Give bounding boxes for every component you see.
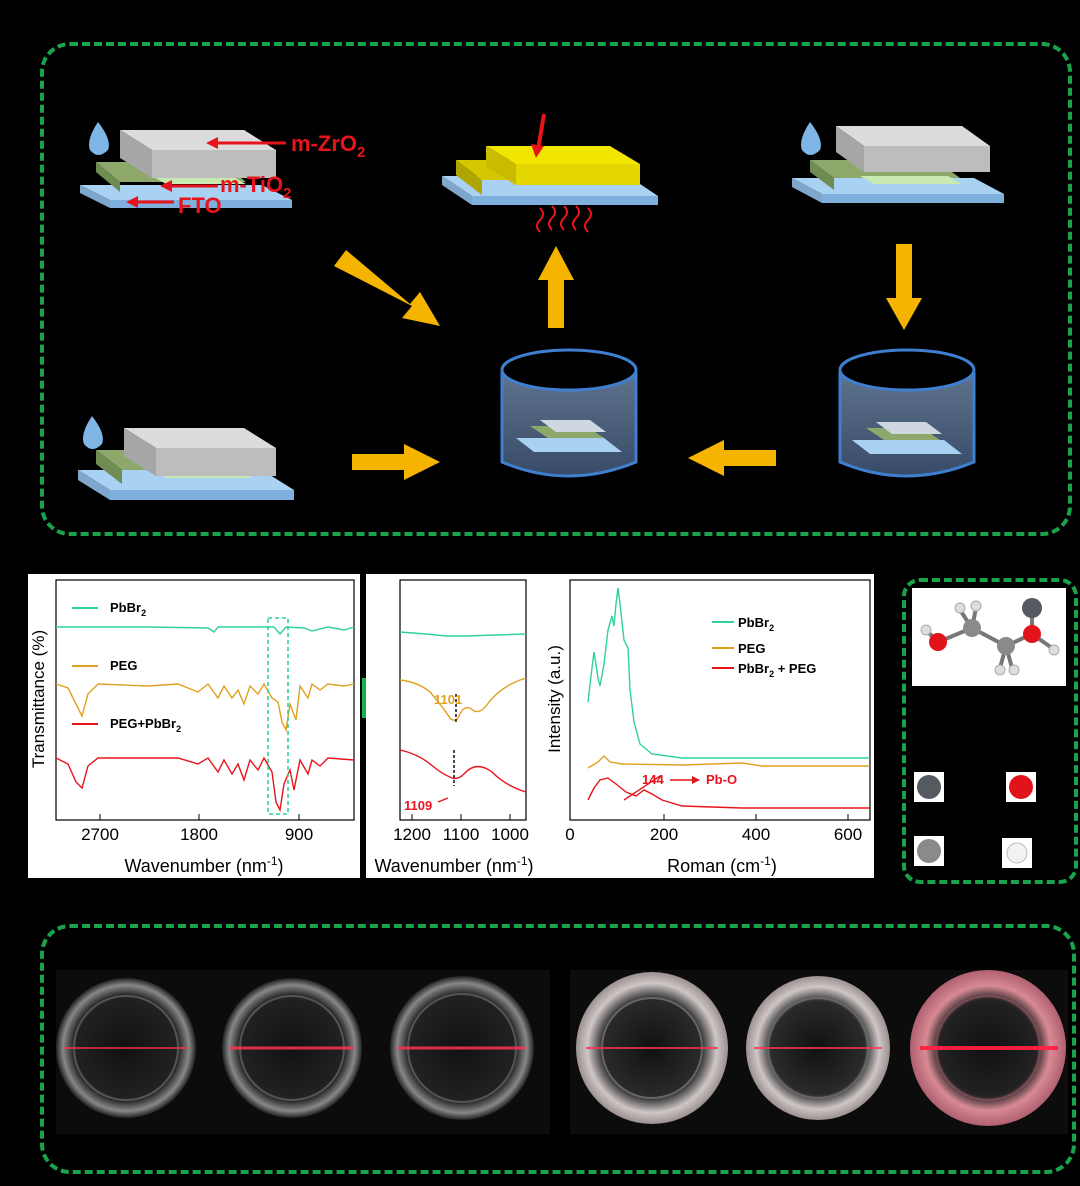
zoom-series-peg bbox=[399, 677, 527, 721]
zoom-tick-1200: 1200 bbox=[393, 825, 431, 844]
molecule-model bbox=[920, 598, 1060, 676]
zoom-series-mix bbox=[399, 749, 527, 793]
atom-c-icon bbox=[917, 839, 941, 863]
schematic-frame bbox=[40, 42, 1072, 536]
device-annealed bbox=[442, 113, 658, 233]
zoom-series-pbbr2 bbox=[399, 631, 527, 637]
beaker-right bbox=[838, 348, 976, 478]
ftir-chart: Transmittance (%) 2700 1800 900 Wavenumb… bbox=[29, 579, 355, 876]
schematic-diagram: m-ZrO2 m-TiO2 FTO bbox=[78, 113, 1004, 500]
photo-right-group bbox=[576, 970, 1066, 1126]
ftir-tick-900: 900 bbox=[285, 825, 313, 844]
droplet-icon bbox=[89, 122, 109, 155]
raman-legend-peg: PEG bbox=[738, 641, 765, 656]
zoom-annot-1101: 1101 bbox=[434, 692, 462, 707]
photo-frame bbox=[40, 924, 1076, 1174]
ftir-y-label: Transmittance (%) bbox=[29, 630, 48, 768]
layer-labels: m-ZrO2 m-TiO2 FTO bbox=[126, 131, 365, 218]
atom-legend bbox=[914, 772, 1036, 868]
raman-annot-pbo: Pb-O bbox=[706, 772, 737, 787]
raman-tick-0: 0 bbox=[565, 825, 574, 844]
ftir-legend-pbbr2: PbBr2 bbox=[110, 600, 146, 618]
raman-annot-144: 144 bbox=[642, 772, 664, 787]
raman-x-label: Roman (cm-1) bbox=[667, 854, 777, 876]
droplet-icon bbox=[801, 122, 821, 155]
zoom-chart: 1200 1100 1000 Wavenumber (nm-1) 1101 11… bbox=[374, 579, 534, 876]
raman-panel bbox=[542, 574, 874, 878]
ftir-series-pbbr2 bbox=[56, 626, 355, 636]
ftir-legend-peg: PEG bbox=[110, 658, 137, 673]
device-substrate-3 bbox=[792, 122, 1004, 203]
zoom-x-label: Wavenumber (nm-1) bbox=[374, 854, 533, 876]
raman-series-peg bbox=[587, 755, 870, 769]
raman-legend-pbbr2: PbBr2 bbox=[738, 615, 774, 633]
ftir-tick-1800: 1800 bbox=[180, 825, 218, 844]
fto-label: FTO bbox=[178, 193, 222, 218]
raman-series-pbbr2 bbox=[587, 587, 870, 759]
raman-chart: Intensity (a.u.) 0 200 400 600 Roman (cm… bbox=[545, 579, 871, 876]
ftir-series-peg bbox=[55, 682, 355, 733]
raman-series-mix bbox=[587, 777, 870, 809]
zoom-tick-1100: 1100 bbox=[443, 825, 480, 844]
zoom-panel bbox=[366, 574, 542, 878]
heat-waves-icon bbox=[536, 205, 592, 233]
arrow-up bbox=[538, 246, 574, 328]
tyndall-photos bbox=[56, 970, 1068, 1134]
arrow-diagonal bbox=[334, 250, 440, 326]
beaker-center bbox=[500, 348, 638, 478]
photo-left-group bbox=[56, 976, 534, 1120]
raman-tick-400: 400 bbox=[742, 825, 770, 844]
ftir-tick-2700: 2700 bbox=[81, 825, 119, 844]
raman-y-label: Intensity (a.u.) bbox=[545, 645, 564, 753]
droplet-icon bbox=[83, 416, 103, 449]
arrow-down-right bbox=[886, 244, 922, 330]
arrow-left-bottom bbox=[688, 440, 776, 476]
ftir-legend-mix: PEG+PbBr2 bbox=[110, 716, 181, 734]
ftir-x-label: Wavenumber (nm-1) bbox=[124, 854, 283, 876]
device-substrate-4 bbox=[78, 416, 294, 500]
atom-o-icon bbox=[1009, 775, 1033, 799]
molecule-frame bbox=[902, 578, 1078, 884]
atom-pb-icon bbox=[917, 775, 941, 799]
zro2-label: m-ZrO2 bbox=[291, 131, 365, 161]
tio2-label: m-TiO2 bbox=[220, 172, 292, 202]
zoom-tick-1000: 1000 bbox=[491, 825, 529, 844]
raman-legend-mix: PbBr2 + PEG bbox=[738, 661, 816, 679]
process-arrows bbox=[334, 244, 922, 480]
ftir-series-mix bbox=[55, 756, 355, 813]
arrow-right-bottom bbox=[352, 444, 440, 480]
raman-tick-600: 600 bbox=[834, 825, 862, 844]
atom-h-icon bbox=[1006, 842, 1028, 864]
raman-tick-200: 200 bbox=[650, 825, 678, 844]
zoom-annot-1109: 1109 bbox=[404, 798, 432, 813]
ftir-highlight-box bbox=[267, 617, 289, 815]
ftir-panel bbox=[28, 574, 360, 878]
device-substrate-1 bbox=[80, 122, 292, 208]
